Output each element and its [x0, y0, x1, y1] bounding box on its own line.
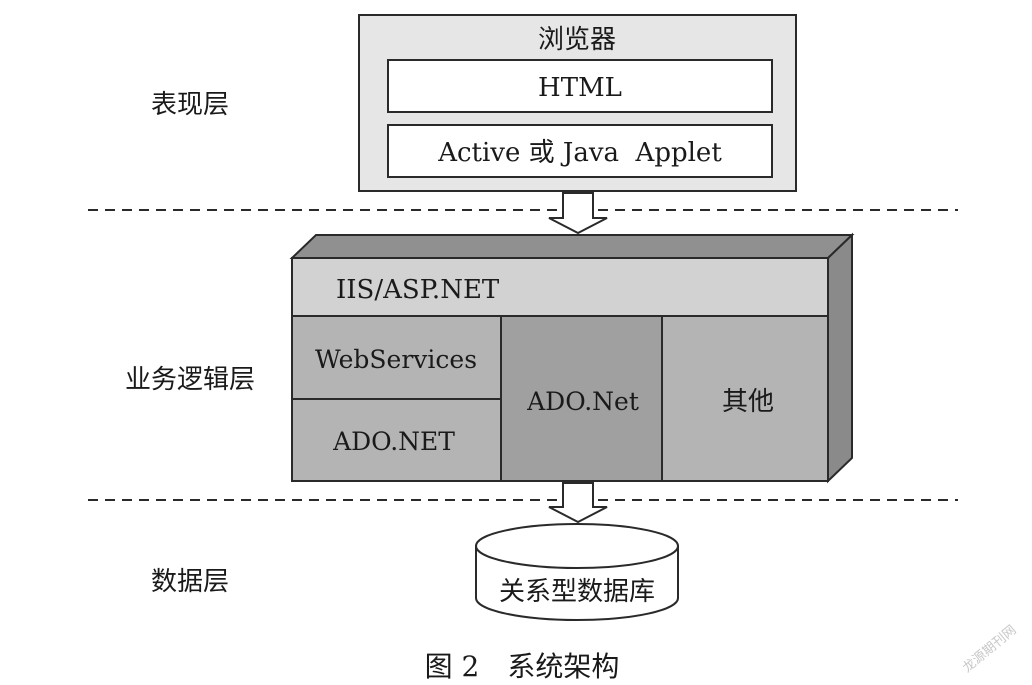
layer-label-presentation: 表现层: [151, 90, 229, 120]
ado-net-mid-cell: [500, 315, 663, 482]
ado-net-upper-cell: [291, 398, 502, 482]
server-block: IIS/ASP.NET WebServices ADO.NET ADO.Net …: [289, 232, 855, 484]
other-label: 其他: [722, 387, 774, 417]
iis-header: [291, 257, 829, 317]
html-box: [387, 59, 773, 113]
browser-box: 浏览器 HTML Active 或 Java Applet: [358, 14, 797, 192]
database-label: 关系型数据库: [499, 577, 655, 607]
html-label: HTML: [538, 73, 622, 103]
iis-header-label: IIS/ASP.NET: [336, 275, 500, 305]
browser-title: 浏览器: [538, 25, 616, 55]
arrow-down-icon-lower: [548, 482, 608, 524]
server-block-top-face: [289, 234, 855, 259]
watermark: 龙源期刊网: [960, 623, 1019, 676]
ado-net-mid-label: ADO.Net: [526, 387, 639, 416]
server-block-side-face: [827, 232, 853, 484]
webservices-label: WebServices: [315, 345, 477, 374]
database-cylinder-icon: 关系型数据库: [475, 523, 679, 621]
ado-net-upper-label: ADO.NET: [332, 427, 455, 456]
applet-label: Active 或 Java Applet: [437, 138, 722, 168]
applet-box: [387, 124, 773, 178]
layer-label-business: 业务逻辑层: [125, 365, 255, 395]
figure-caption: 图 2 系统架构: [425, 650, 620, 683]
arrow-down-icon: [548, 192, 608, 235]
other-cell: [661, 315, 829, 482]
layer-label-data: 数据层: [151, 567, 229, 597]
